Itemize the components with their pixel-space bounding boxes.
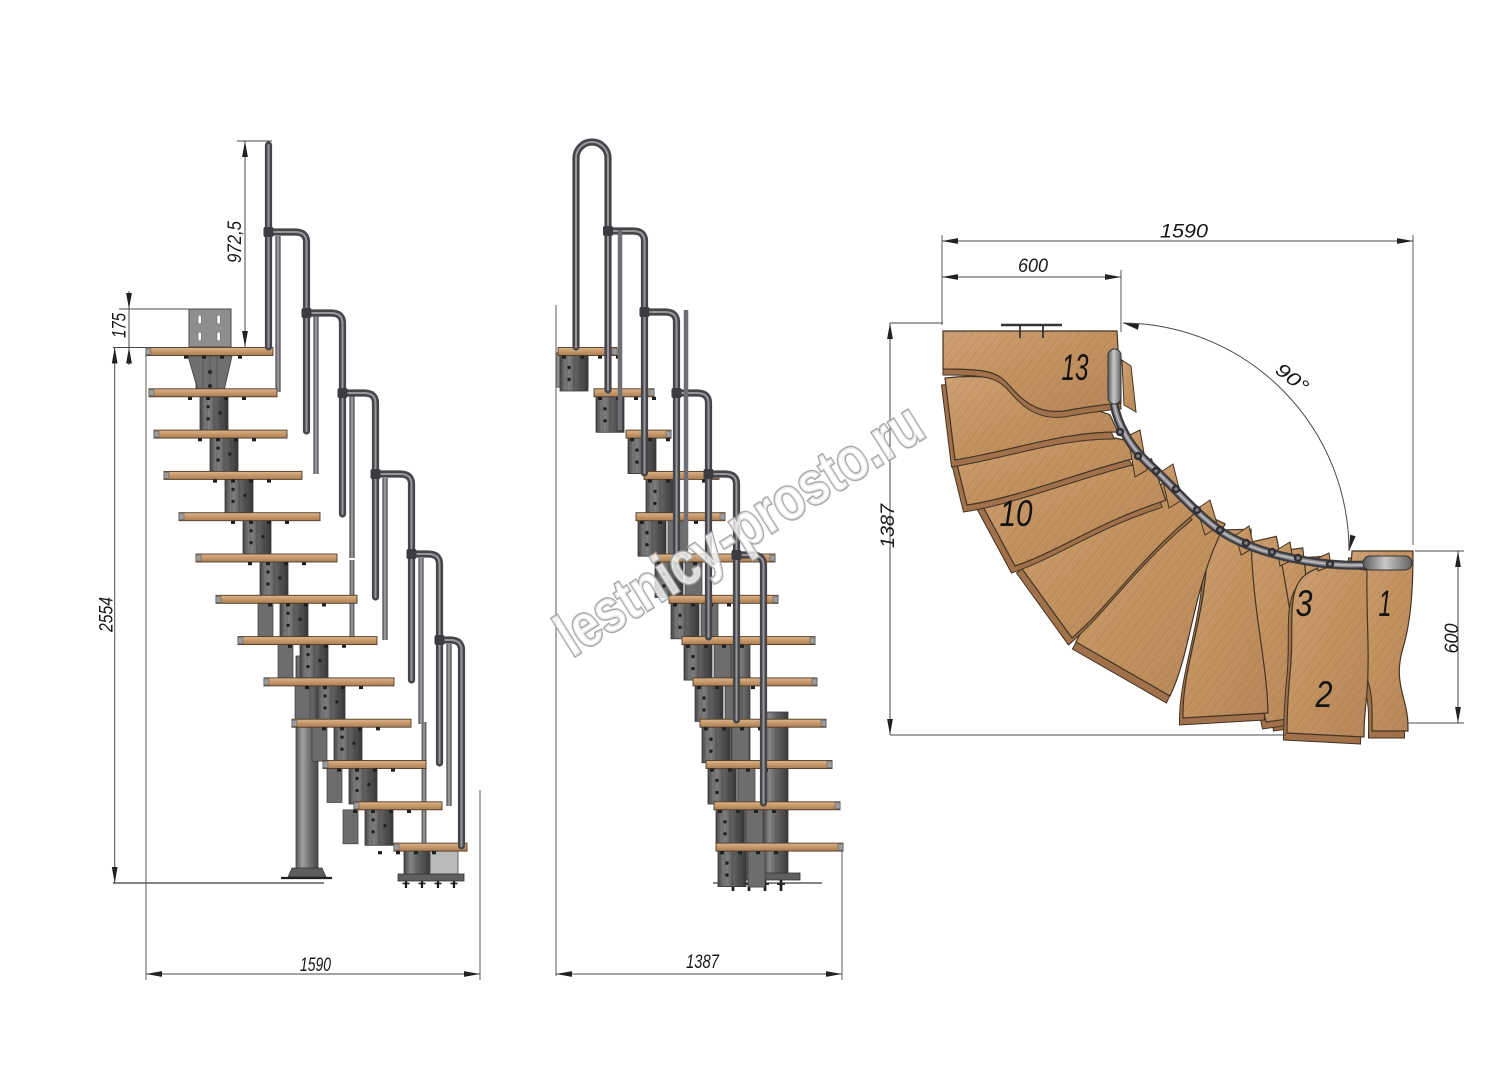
svg-text:1590: 1590: [1160, 222, 1208, 243]
svg-text:3: 3: [1296, 583, 1313, 624]
svg-text:2: 2: [1315, 674, 1333, 715]
svg-text:600: 600: [1442, 623, 1463, 653]
svg-text:2554: 2554: [97, 597, 118, 633]
svg-text:972,5: 972,5: [225, 221, 246, 263]
svg-text:175: 175: [110, 313, 131, 338]
svg-text:10: 10: [1000, 493, 1033, 534]
svg-text:13: 13: [1062, 347, 1089, 388]
svg-text:1387: 1387: [686, 952, 720, 973]
svg-text:1387: 1387: [878, 503, 899, 548]
svg-text:600: 600: [1018, 256, 1048, 277]
svg-text:1: 1: [1379, 583, 1392, 624]
svg-text:1590: 1590: [300, 955, 331, 976]
